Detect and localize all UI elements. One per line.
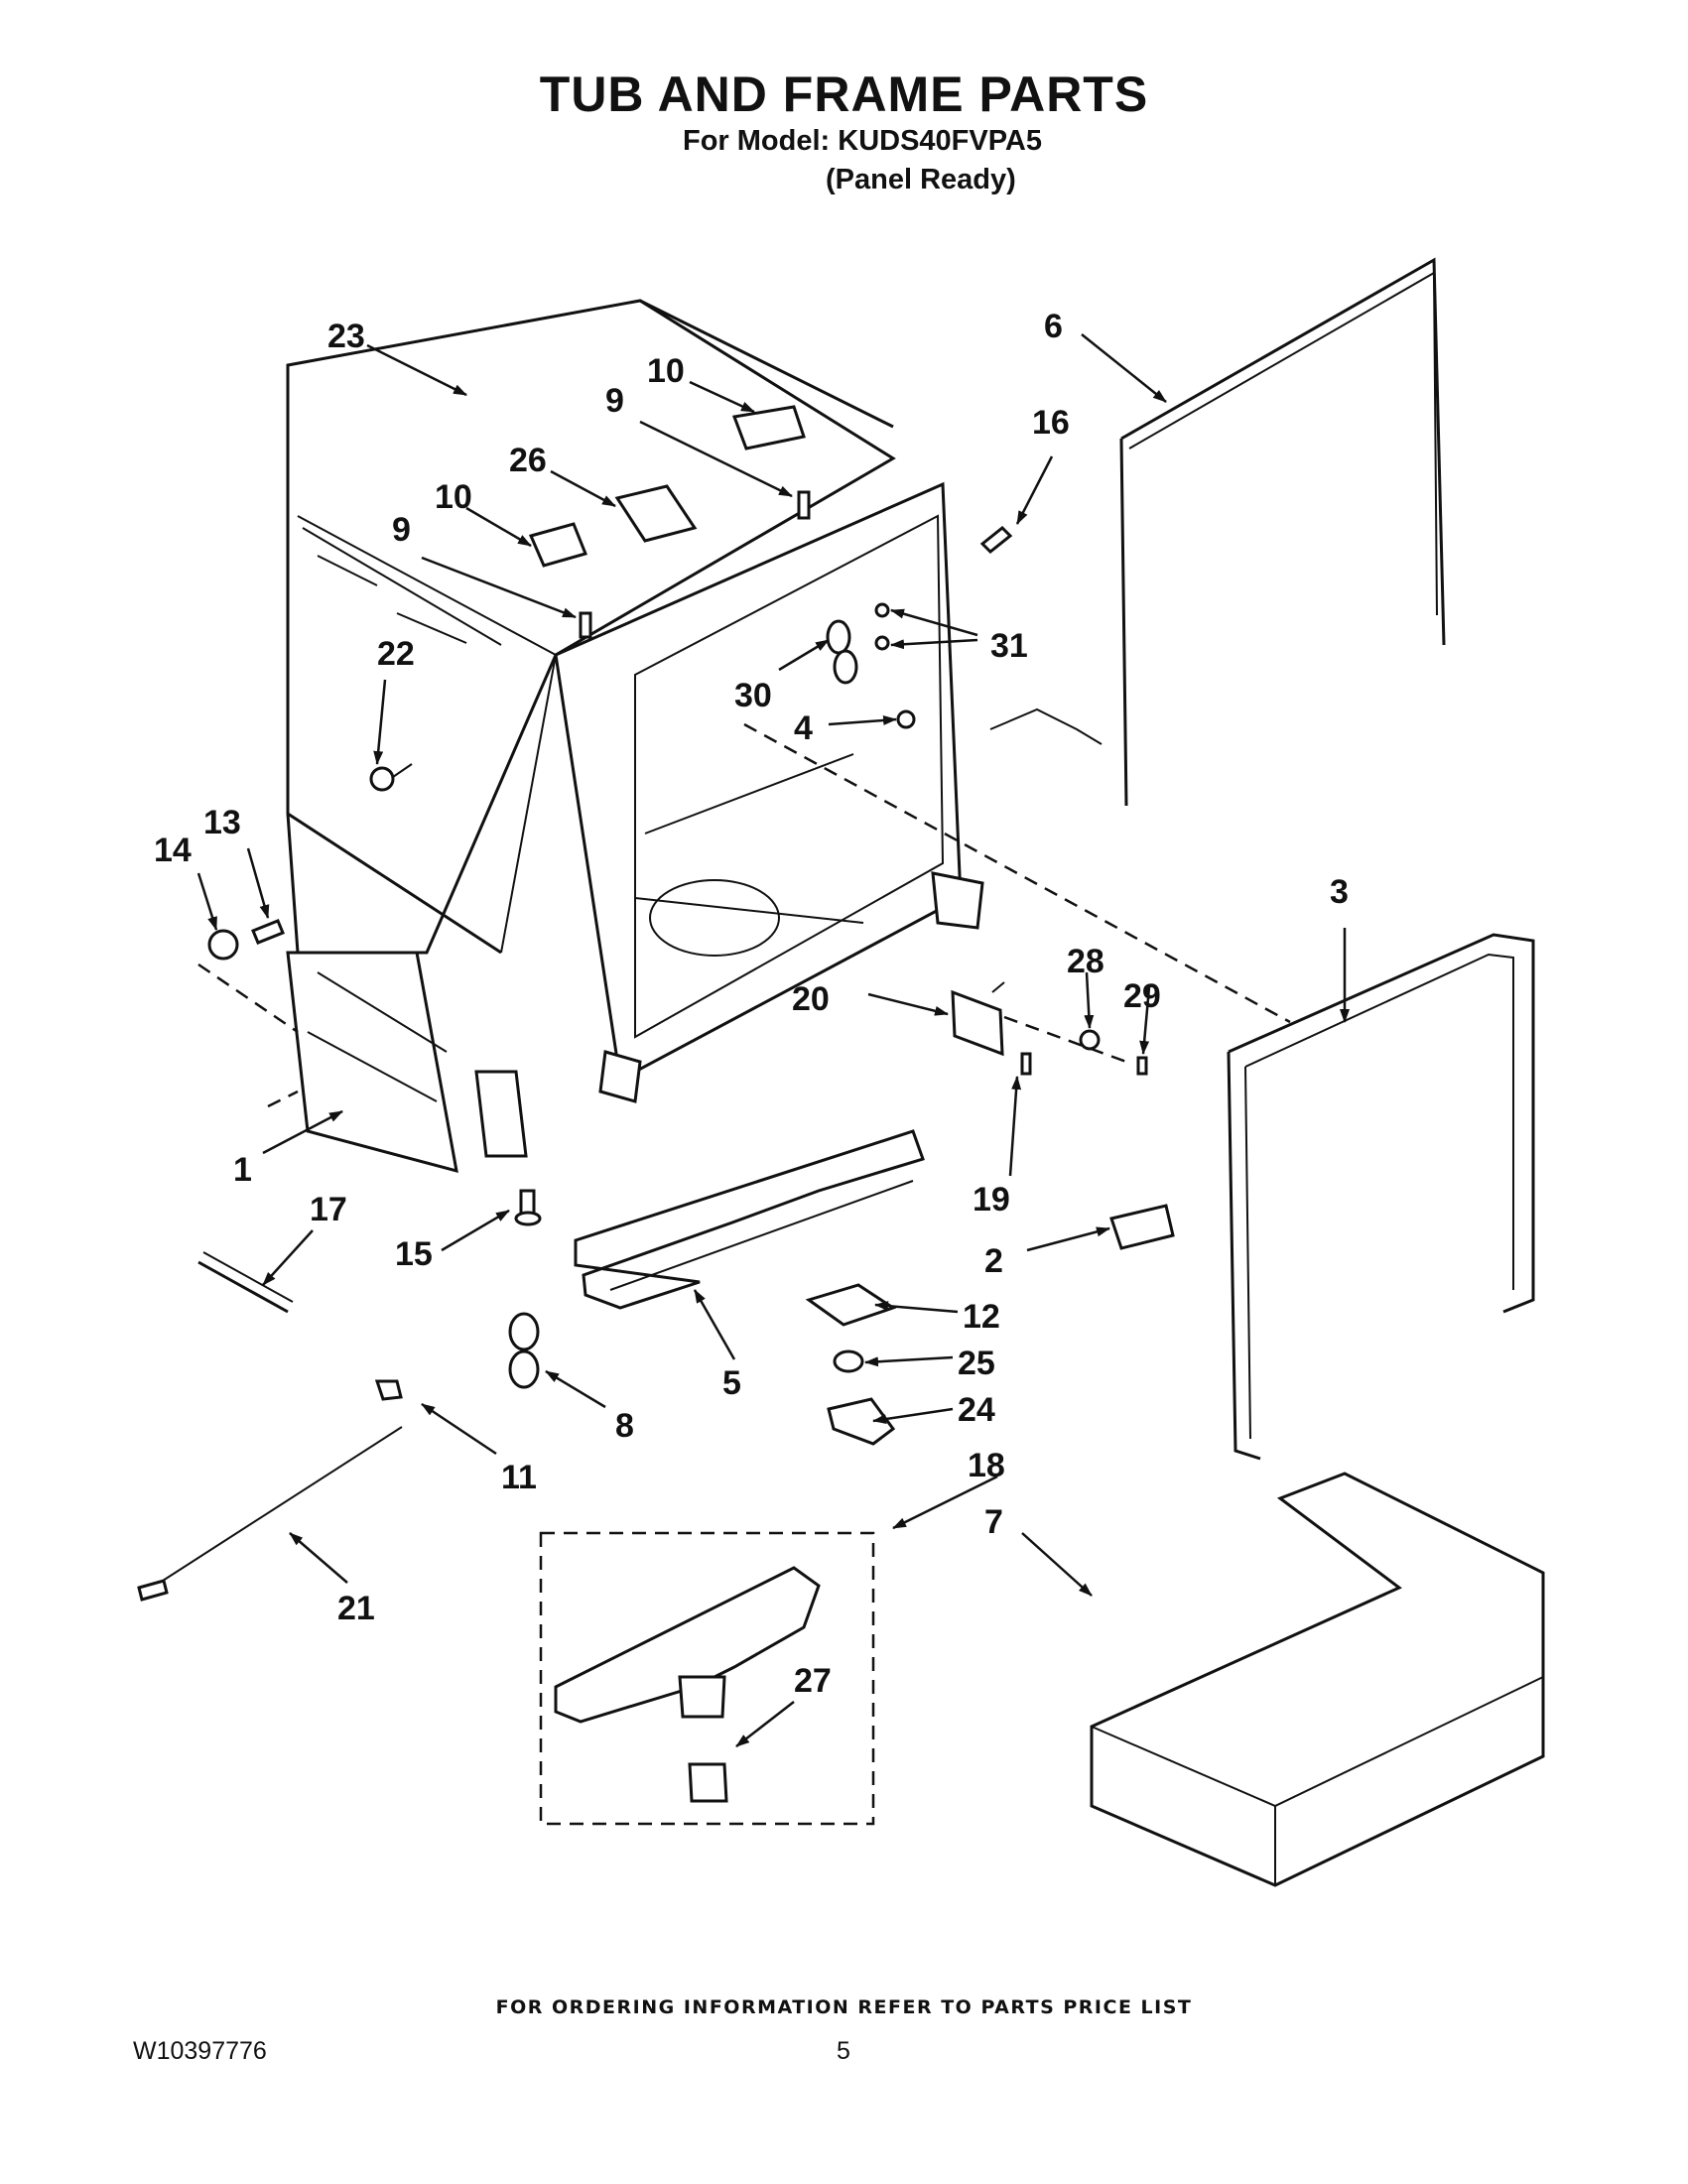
base-parts-drawing <box>574 981 1148 1310</box>
callout-7: 7 <box>984 1503 1003 1541</box>
callout-9: 9 <box>605 382 624 420</box>
callout-11: 11 <box>501 1459 537 1496</box>
leader-arrows <box>196 333 1350 1747</box>
callout-10: 10 <box>435 478 472 516</box>
alignment-lines <box>197 722 1291 1108</box>
callout-17: 17 <box>310 1191 347 1228</box>
callout-labels: 23 10 9 6 16 26 10 9 31 22 30 4 13 14 3 … <box>154 308 1349 1700</box>
callout-13: 13 <box>203 804 241 841</box>
callout-4: 4 <box>794 709 813 747</box>
callout-20: 20 <box>792 980 830 1018</box>
callout-5: 5 <box>722 1364 741 1402</box>
callout-16: 16 <box>1032 404 1070 442</box>
model-line: For Model: KUDS40FVPA5 <box>683 125 1043 157</box>
ordering-note: FOR ORDERING INFORMATION REFER TO PARTS … <box>495 1996 1193 2018</box>
callout-14: 14 <box>154 832 192 869</box>
callout-2: 2 <box>984 1242 1003 1280</box>
callout-21: 21 <box>337 1590 375 1627</box>
door-gasket-drawing <box>1227 933 1535 1461</box>
callout-18: 18 <box>968 1447 1005 1484</box>
callout-24: 24 <box>958 1391 995 1429</box>
callout-3: 3 <box>1330 873 1349 911</box>
callout-25: 25 <box>958 1345 995 1382</box>
small-parts-drawing <box>137 919 1175 1602</box>
callout-9: 9 <box>392 511 411 549</box>
callout-30: 30 <box>734 677 772 714</box>
document-number: W10397776 <box>133 2037 267 2065</box>
toe-panel-drawing <box>1090 1472 1545 1887</box>
tub-assembly-drawing <box>286 299 1013 1174</box>
side-seal-drawing <box>989 257 1446 807</box>
callout-27: 27 <box>794 1662 832 1700</box>
callout-1: 1 <box>233 1151 252 1189</box>
page-title: TUB AND FRAME PARTS <box>539 66 1149 122</box>
callout-15: 15 <box>395 1235 433 1273</box>
callout-28: 28 <box>1067 943 1104 980</box>
sump-assembly-drawing <box>539 1531 875 1826</box>
callout-12: 12 <box>963 1298 1000 1336</box>
callout-19: 19 <box>973 1181 1010 1219</box>
page-number: 5 <box>837 2037 850 2065</box>
callout-23: 23 <box>327 318 365 355</box>
callout-6: 6 <box>1044 308 1063 345</box>
callout-26: 26 <box>509 442 547 479</box>
callout-31: 31 <box>990 627 1028 665</box>
callout-10: 10 <box>647 352 685 390</box>
callout-29: 29 <box>1123 977 1161 1015</box>
callout-8: 8 <box>615 1407 634 1445</box>
callout-22: 22 <box>377 635 415 673</box>
variant-line: (Panel Ready) <box>826 164 1016 195</box>
